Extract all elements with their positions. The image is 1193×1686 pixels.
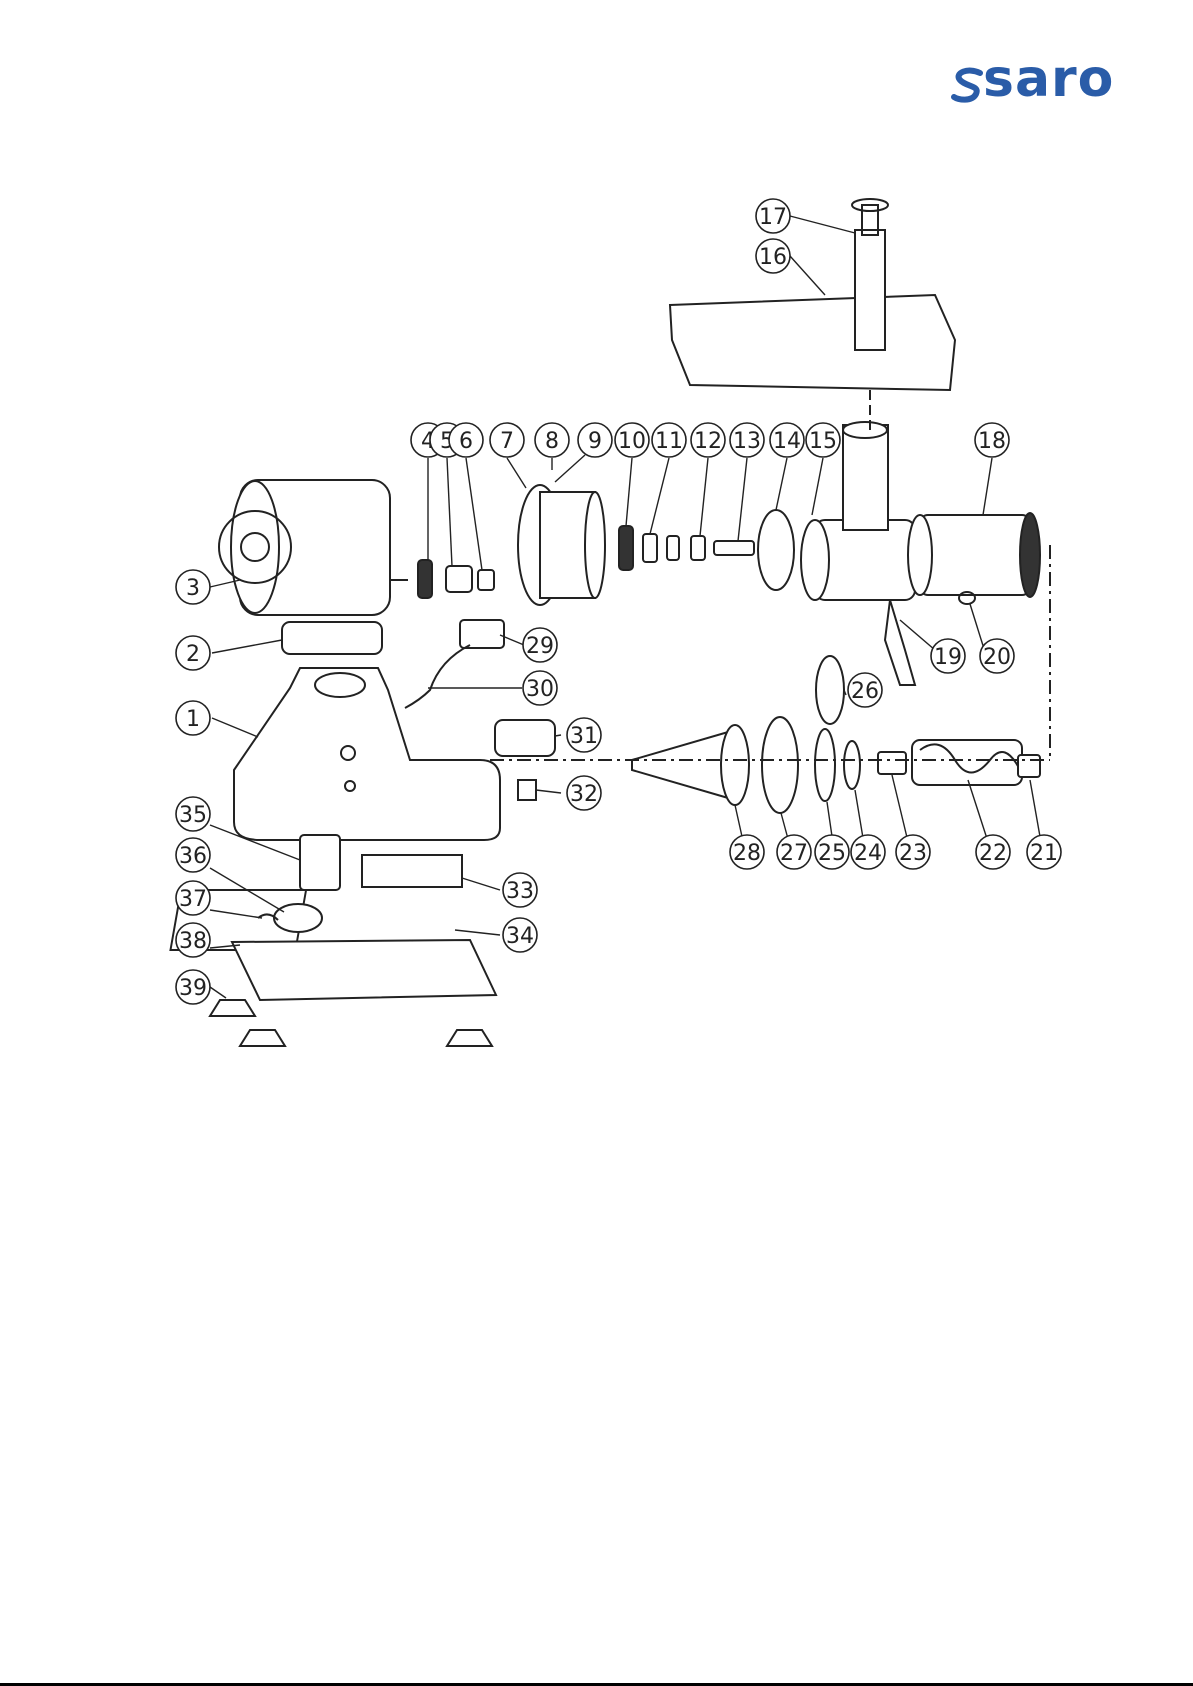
base-housing-part — [234, 668, 500, 840]
callout-label: 36 — [179, 844, 207, 869]
callout-26: 26 — [848, 673, 882, 707]
callout-label: 11 — [655, 429, 683, 454]
callout-label: 28 — [733, 841, 761, 866]
callout-23: 23 — [896, 835, 930, 869]
callout-label: 15 — [809, 429, 837, 454]
callout-9: 9 — [578, 423, 612, 457]
callout-label: 38 — [179, 929, 207, 954]
callout-34: 34 — [503, 918, 537, 952]
gear-cover-part — [518, 485, 605, 605]
callout-21: 21 — [1027, 835, 1061, 869]
callout-label: 9 — [588, 429, 602, 454]
callout-10: 10 — [615, 423, 649, 457]
callout-label: 39 — [179, 976, 207, 1001]
funnel-part — [632, 730, 735, 800]
callout-label: 18 — [978, 429, 1006, 454]
callout-label: 31 — [570, 724, 598, 749]
callout-37: 37 — [176, 881, 210, 915]
callout-label: 2 — [186, 642, 200, 667]
callout-15: 15 — [806, 423, 840, 457]
tray-part — [670, 295, 955, 390]
callout-6: 6 — [449, 423, 483, 457]
callout-label: 37 — [179, 887, 207, 912]
callout-27: 27 — [777, 835, 811, 869]
callout-label: 7 — [500, 429, 514, 454]
callout-label: 27 — [780, 841, 808, 866]
callout-3: 3 — [176, 570, 210, 604]
callout-label: 12 — [694, 429, 722, 454]
motor-part — [219, 480, 408, 615]
callout-label: 29 — [526, 634, 554, 659]
callout-label: 30 — [526, 677, 554, 702]
callout-label: 34 — [506, 924, 534, 949]
callout-22: 22 — [976, 835, 1010, 869]
callout-29: 29 — [523, 628, 557, 662]
callout-12: 12 — [691, 423, 725, 457]
callout-label: 6 — [459, 429, 473, 454]
callout-label: 16 — [759, 245, 787, 270]
callout-label: 1 — [186, 707, 200, 732]
callout-19: 19 — [931, 639, 965, 673]
callout-33: 33 — [503, 873, 537, 907]
callout-17: 17 — [756, 199, 790, 233]
callout-31: 31 — [567, 718, 601, 752]
callout-35: 35 — [176, 797, 210, 831]
callout-32: 32 — [567, 776, 601, 810]
callout-13: 13 — [730, 423, 764, 457]
callout-2: 2 — [176, 636, 210, 670]
callout-label: 13 — [733, 429, 761, 454]
callout-label: 32 — [570, 782, 598, 807]
callout-label: 23 — [899, 841, 927, 866]
callout-label: 10 — [618, 429, 646, 454]
callout-label: 26 — [851, 679, 879, 704]
callout-label: 24 — [854, 841, 882, 866]
callout-label: 14 — [773, 429, 801, 454]
pusher-part — [855, 230, 885, 350]
callout-39: 39 — [176, 970, 210, 1004]
callout-14: 14 — [770, 423, 804, 457]
callout-8: 8 — [535, 423, 569, 457]
callout-label: 22 — [979, 841, 1007, 866]
callout-label: 20 — [983, 645, 1011, 670]
callout-38: 38 — [176, 923, 210, 957]
callout-label: 33 — [506, 879, 534, 904]
callout-label: 8 — [545, 429, 559, 454]
callout-label: 35 — [179, 803, 207, 828]
callout-25: 25 — [815, 835, 849, 869]
callout-7: 7 — [490, 423, 524, 457]
callout-16: 16 — [756, 239, 790, 273]
callout-1: 1 — [176, 701, 210, 735]
callout-label: 3 — [186, 576, 200, 601]
callout-18: 18 — [975, 423, 1009, 457]
motor-cover-part — [282, 622, 382, 654]
callout-label: 25 — [818, 841, 846, 866]
callout-36: 36 — [176, 838, 210, 872]
callout-20: 20 — [980, 639, 1014, 673]
callout-label: 17 — [759, 205, 787, 230]
feed-cylinder-part — [908, 513, 1040, 597]
callout-11: 11 — [652, 423, 686, 457]
callout-label: 19 — [934, 645, 962, 670]
callout-28: 28 — [730, 835, 764, 869]
callout-24: 24 — [851, 835, 885, 869]
callout-label: 21 — [1030, 841, 1058, 866]
callout-30: 30 — [523, 671, 557, 705]
